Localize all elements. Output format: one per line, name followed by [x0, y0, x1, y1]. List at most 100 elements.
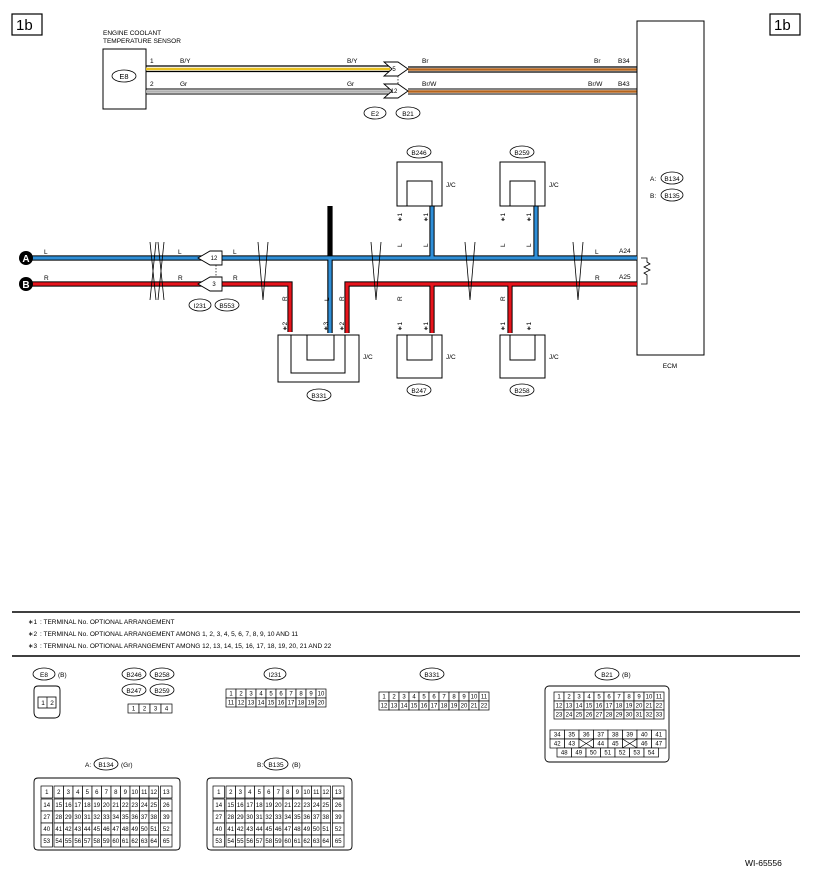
b134-grid-pin-6: 6 — [95, 790, 99, 796]
conn-e2: E2 — [371, 111, 379, 118]
b135-grid-pin-61: 61 — [294, 839, 301, 845]
b135-grid-pin-41: 41 — [227, 827, 234, 833]
b135-grid-pin-2: 2 — [229, 790, 233, 796]
i231-pin-17: 17 — [288, 701, 295, 707]
b134-grid-pin-62: 62 — [131, 839, 138, 845]
ecm-term-a25: A25 — [619, 274, 631, 281]
b21-pin-3: 3 — [577, 695, 581, 701]
pinout-b135-id: B135 — [268, 762, 284, 769]
b135-grid-pin-30: 30 — [246, 815, 253, 821]
b135-grid-pin-14: 14 — [215, 803, 222, 809]
b135-grid-pin-13: 13 — [335, 790, 342, 796]
b21-pin-50: 50 — [590, 751, 597, 757]
b21-pin-11: 11 — [656, 695, 663, 701]
b134-grid-pin-3: 3 — [67, 790, 71, 796]
b134-grid-pin-31: 31 — [84, 815, 91, 821]
b135-grid-pin-47: 47 — [284, 827, 291, 833]
b21-pin-41: 41 — [655, 733, 662, 739]
wire1-color-c: Br — [422, 58, 429, 65]
b134-grid-pin-55: 55 — [65, 839, 72, 845]
pinout-jc-b247: B247 — [126, 688, 142, 695]
b21-pin-24: 24 — [566, 713, 573, 719]
pinout-jc-b258: B258 — [154, 672, 170, 679]
b134-grid-pin-60: 60 — [112, 839, 119, 845]
v-label-r-258: R — [500, 296, 507, 301]
v-label-l-259a: L — [500, 243, 507, 247]
pinout-b134-suffix: (Gr) — [121, 762, 133, 769]
pinout-jc-b259: B259 — [154, 688, 170, 695]
bus-conn-i231: I231 — [194, 303, 207, 310]
b21-pin-8: 8 — [627, 695, 631, 701]
i231-pin-10: 10 — [318, 692, 325, 698]
b134-grid-pin-13: 13 — [163, 790, 170, 796]
b134-grid-pin-23: 23 — [131, 803, 138, 809]
b135-grid-pin-26: 26 — [335, 803, 342, 809]
b135-grid-pin-34: 34 — [284, 815, 291, 821]
b135-grid-pin-3: 3 — [239, 790, 243, 796]
b135-grid-pin-62: 62 — [303, 839, 310, 845]
wire2-color-a: Gr — [180, 81, 188, 88]
ecm-conn-b-prefix: B: — [650, 193, 656, 200]
b135-grid-pin-23: 23 — [303, 803, 310, 809]
b331-pin-13: 13 — [391, 704, 398, 710]
b134-grid-pin-43: 43 — [74, 827, 81, 833]
b134-grid-pin-28: 28 — [55, 815, 62, 821]
bus-conn-pin-12: 12 — [211, 256, 218, 262]
wire2-pin: 2 — [150, 81, 154, 88]
b135-grid-pin-48: 48 — [294, 827, 301, 833]
b21-pin-45: 45 — [612, 742, 619, 748]
pinout-b135-prefix: B: — [257, 762, 263, 769]
b134-grid-pin-54: 54 — [55, 839, 62, 845]
star-1-246a: ∗1 — [397, 213, 404, 222]
b135-grid-pin-10: 10 — [303, 790, 310, 796]
pinout-b135-suffix: (B) — [292, 762, 301, 769]
b135-grid-pin-43: 43 — [246, 827, 253, 833]
b134-grid-pin-52: 52 — [163, 827, 170, 833]
b134-grid-pin-40: 40 — [43, 827, 50, 833]
i231-pin-2: 2 — [239, 692, 243, 698]
b134-grid-pin-5: 5 — [86, 790, 90, 796]
b134-grid-pin-24: 24 — [141, 803, 148, 809]
b134-grid-pin-48: 48 — [122, 827, 129, 833]
b21-pin-31: 31 — [636, 713, 643, 719]
wire1-pin: 1 — [150, 58, 154, 65]
ecm-conn-b-id: B135 — [664, 193, 680, 200]
wire-label-l-1: L — [44, 249, 48, 256]
wire1-color-b: B/Y — [347, 58, 358, 65]
wire2-color-c: Br/W — [422, 81, 437, 88]
b21-pin-10: 10 — [646, 695, 653, 701]
b134-grid-pin-44: 44 — [84, 827, 91, 833]
b135-grid-pin-37: 37 — [313, 815, 320, 821]
b134-grid-pin-9: 9 — [124, 790, 128, 796]
b21-pin-44: 44 — [597, 742, 604, 748]
v-label-r-247: R — [397, 296, 404, 301]
b21-pin-18: 18 — [616, 704, 623, 710]
wire-label-l-2: L — [178, 249, 182, 256]
jc4-pin-4: 4 — [165, 707, 169, 713]
b21-pin-19: 19 — [626, 704, 633, 710]
b331-pin-2: 2 — [392, 695, 396, 701]
b331-pin-14: 14 — [401, 704, 408, 710]
b134-grid-pin-53: 53 — [43, 839, 50, 845]
b21-pin-9: 9 — [637, 695, 641, 701]
i231-pin-18: 18 — [298, 701, 305, 707]
b21-pin-26: 26 — [586, 713, 593, 719]
b135-grid-pin-24: 24 — [313, 803, 320, 809]
i231-pin-9: 9 — [309, 692, 313, 698]
star-1-247a: ∗1 — [397, 322, 404, 331]
b21-pin-13: 13 — [566, 704, 573, 710]
star-1-258b: ∗1 — [526, 322, 533, 331]
b135-grid-pin-50: 50 — [313, 827, 320, 833]
b134-grid-pin-29: 29 — [65, 815, 72, 821]
b135-grid-pin-58: 58 — [265, 839, 272, 845]
b134-grid-pin-59: 59 — [103, 839, 110, 845]
v-label-l-246a: L — [397, 243, 404, 247]
star-1-259b: ∗1 — [526, 213, 533, 222]
b21-pin-53: 53 — [633, 751, 640, 757]
wire-label-r-1: R — [44, 275, 49, 282]
jc-b331-id: B331 — [311, 393, 327, 400]
ecm-conn-a-id: B134 — [664, 176, 680, 183]
star-1-259a: ∗1 — [500, 213, 507, 222]
note-3-mark: ∗3 — [28, 643, 37, 650]
